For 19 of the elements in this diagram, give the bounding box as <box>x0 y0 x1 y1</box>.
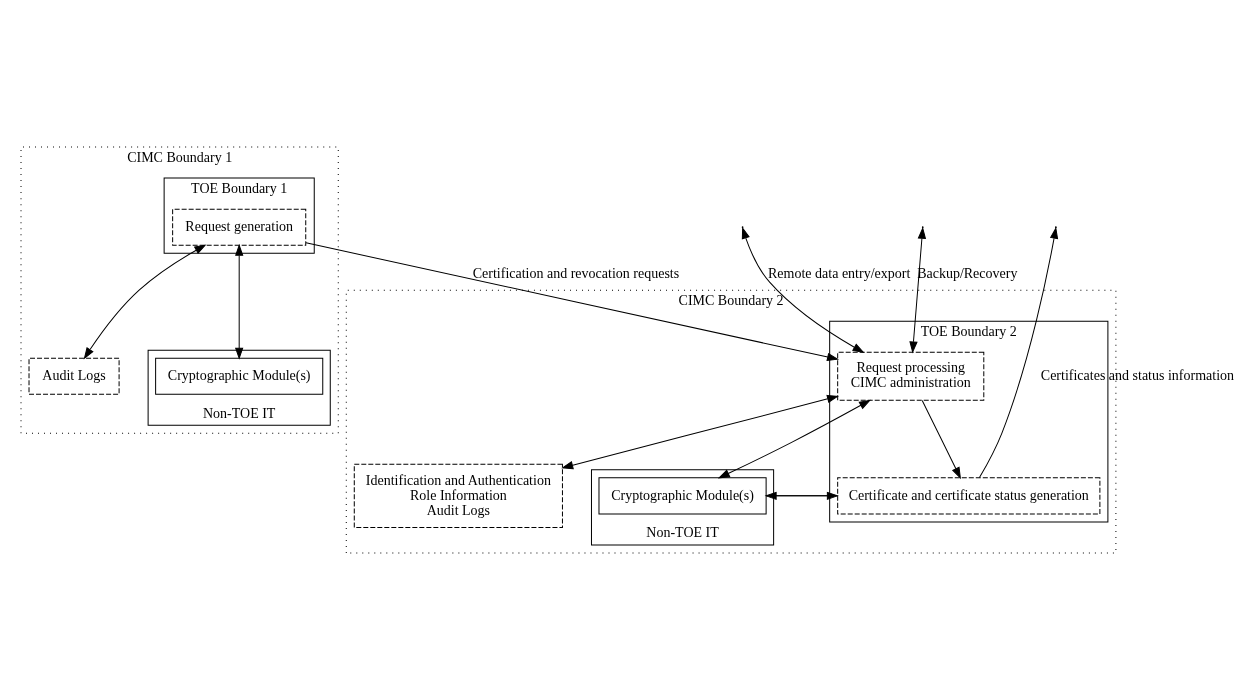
arrow <box>921 400 961 479</box>
node-box: Cryptographic Module(s) <box>598 477 767 515</box>
edge-label: Remote data entry/export <box>767 266 910 282</box>
arrow <box>234 244 243 359</box>
edge-label: Certificates and status information <box>1040 367 1234 383</box>
node-box: Certificate and certificate status generation <box>836 477 1100 515</box>
arrow <box>83 244 206 359</box>
arrow <box>718 399 870 479</box>
node-box: Cryptographic Module(s) <box>154 357 323 395</box>
node-box: Identification and Authentication Role Information Audit Logs <box>353 463 563 528</box>
edge-label: Certification and revocation requests <box>472 266 679 282</box>
arrow <box>978 227 1058 479</box>
node-box: Request generation <box>171 208 306 246</box>
arrow <box>908 227 926 353</box>
node-box: Request processing CIMC administration <box>836 351 984 401</box>
node-box: Audit Logs <box>28 357 120 395</box>
arrow <box>305 242 838 361</box>
arrow <box>561 394 838 470</box>
edge-label: Backup/Recovery <box>916 266 1017 282</box>
